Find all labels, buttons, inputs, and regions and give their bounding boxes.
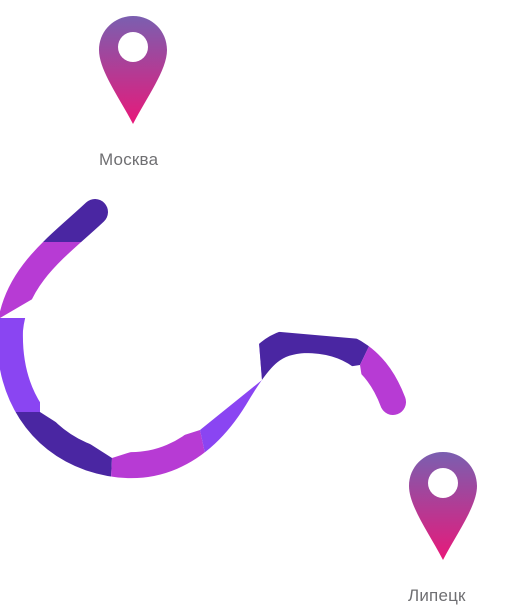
route-segment: [200, 330, 275, 500]
start-city-label: Москва: [99, 150, 159, 169]
route-segment: [0, 318, 40, 412]
route-segment: [258, 330, 372, 380]
end-city-label: Липецк: [408, 586, 466, 605]
route-segment: [0, 242, 130, 318]
route-path: [0, 180, 430, 500]
route-segment: [360, 330, 430, 430]
route-segment: [110, 430, 215, 500]
map-pin-icon[interactable]: [409, 452, 477, 560]
map-pin-icon[interactable]: [99, 16, 167, 124]
route-segment: [0, 180, 130, 242]
route-segment: [0, 412, 112, 500]
